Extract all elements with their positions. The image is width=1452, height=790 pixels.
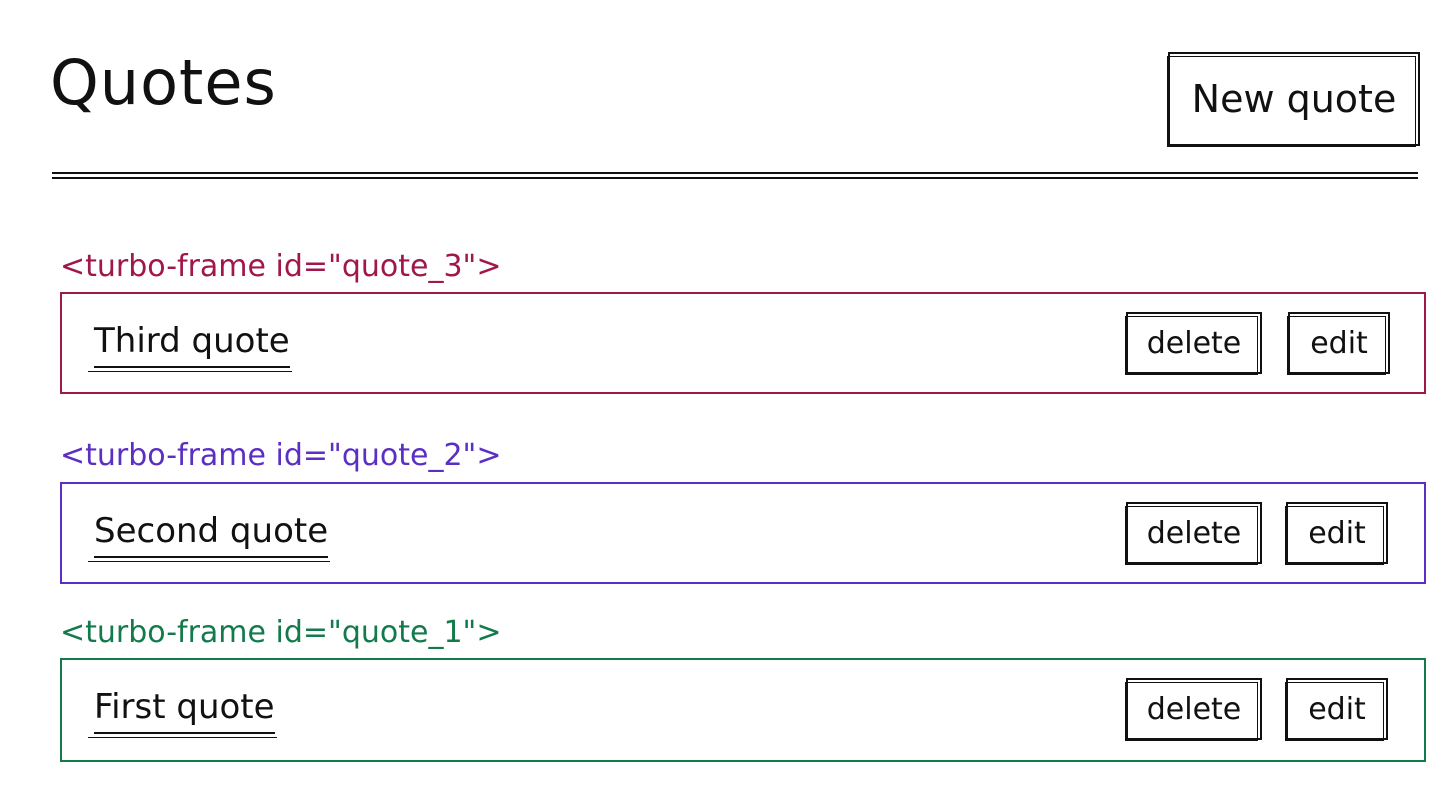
delete-button-quote-3[interactable]: delete	[1125, 312, 1262, 375]
quote-link-second[interactable]: Second quote	[87, 514, 331, 562]
new-quote-button[interactable]: New quote	[1167, 52, 1420, 147]
quote-link-third[interactable]: Third quote	[88, 324, 292, 372]
header-divider	[52, 172, 1418, 174]
turbo-frame-quote-1: First quote delete edit	[60, 658, 1426, 762]
quote-link-first[interactable]: First quote	[88, 690, 277, 738]
delete-button-quote-2[interactable]: delete	[1125, 502, 1262, 565]
edit-button-quote-1[interactable]: edit	[1285, 678, 1388, 741]
delete-button-quote-1[interactable]: delete	[1125, 678, 1262, 741]
turbo-frame-quote-2: Second quote delete edit	[60, 482, 1426, 584]
turbo-frame-quote-3: Third quote delete edit	[60, 292, 1426, 394]
page-title: Quotes	[50, 46, 277, 119]
edit-button-quote-2[interactable]: edit	[1285, 502, 1388, 565]
header-divider-secondary	[52, 177, 1418, 179]
turbo-frame-label-quote-2: <turbo-frame id="quote_2">	[60, 438, 502, 473]
edit-button-quote-3[interactable]: edit	[1287, 312, 1390, 375]
turbo-frame-label-quote-3: <turbo-frame id="quote_3">	[60, 249, 502, 284]
turbo-frame-label-quote-1: <turbo-frame id="quote_1">	[60, 615, 502, 650]
